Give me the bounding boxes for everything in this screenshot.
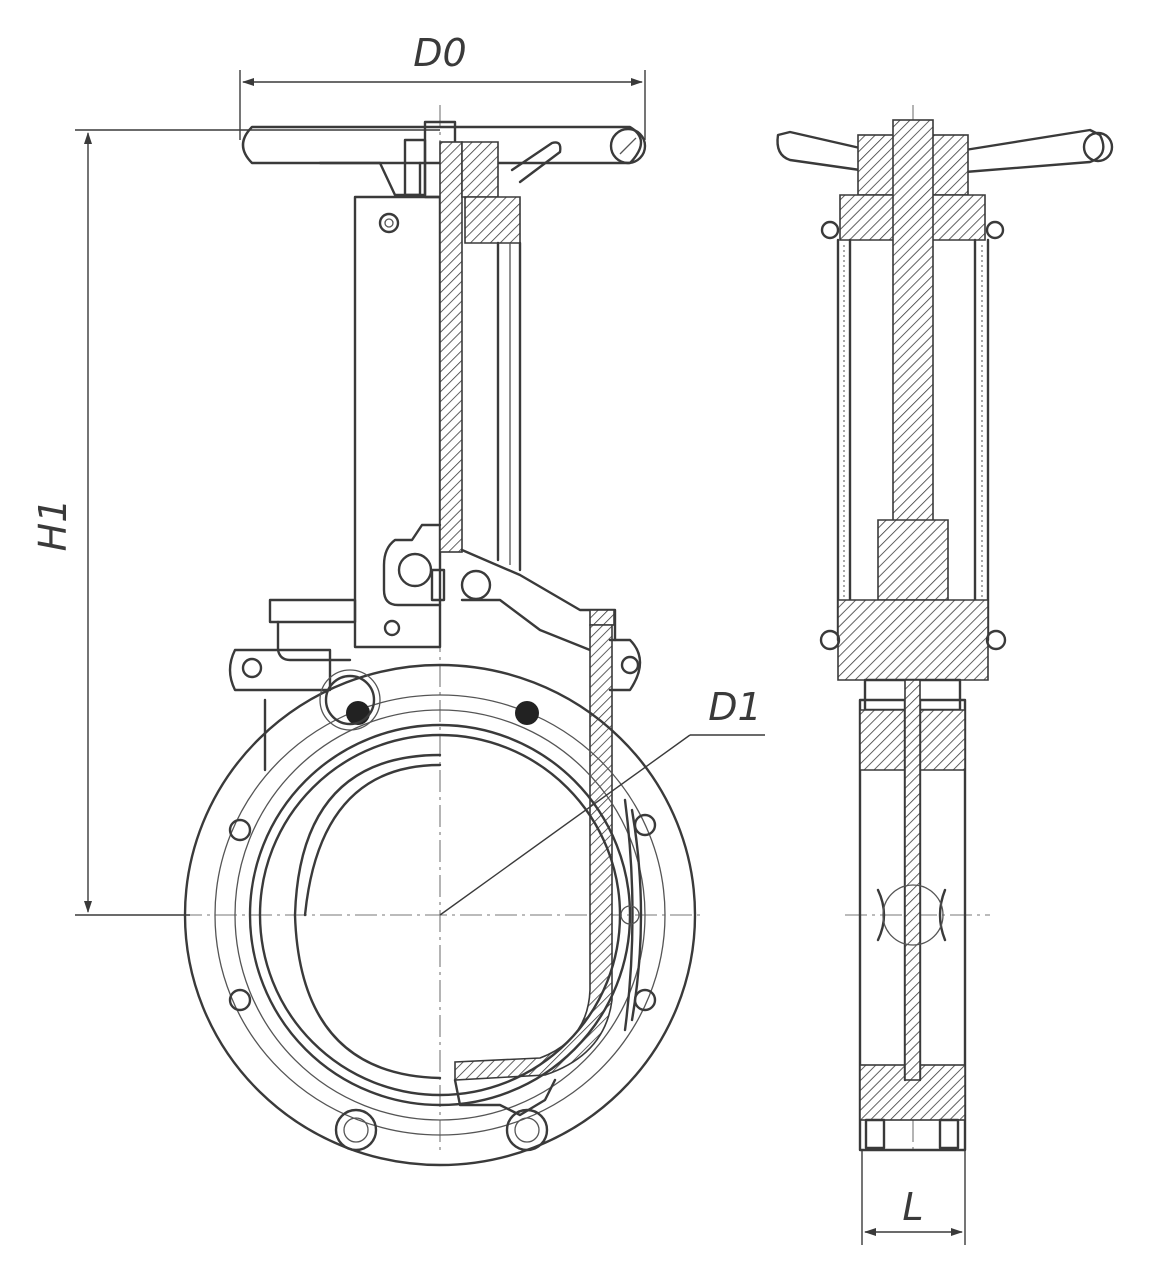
label-l: L — [902, 1185, 923, 1229]
label-d1: D1 — [708, 685, 761, 729]
dimension-h1: H1 — [31, 129, 440, 916]
bolt-dark-right — [515, 701, 539, 725]
front-yoke — [382, 523, 617, 652]
side-body — [858, 679, 967, 1152]
front-bonnet — [353, 141, 522, 649]
front-handwheel — [241, 120, 647, 199]
stem-section — [439, 141, 463, 553]
front-top-flange — [228, 598, 642, 772]
dimension-d1: D1 — [439, 685, 765, 916]
side-stem-section — [892, 119, 934, 581]
gate-slide-section — [454, 624, 613, 1081]
label-h1: H1 — [31, 499, 75, 552]
side-handwheel — [776, 128, 1114, 241]
bottom-lug — [453, 1078, 557, 1117]
dimension-l: L — [861, 1150, 966, 1245]
dimension-d0: D0 — [239, 31, 646, 140]
front-bolts — [228, 669, 657, 1152]
side-bonnet — [836, 119, 990, 642]
side-view — [776, 105, 1114, 1152]
label-d0: D0 — [413, 31, 466, 75]
front-view — [180, 105, 705, 1167]
